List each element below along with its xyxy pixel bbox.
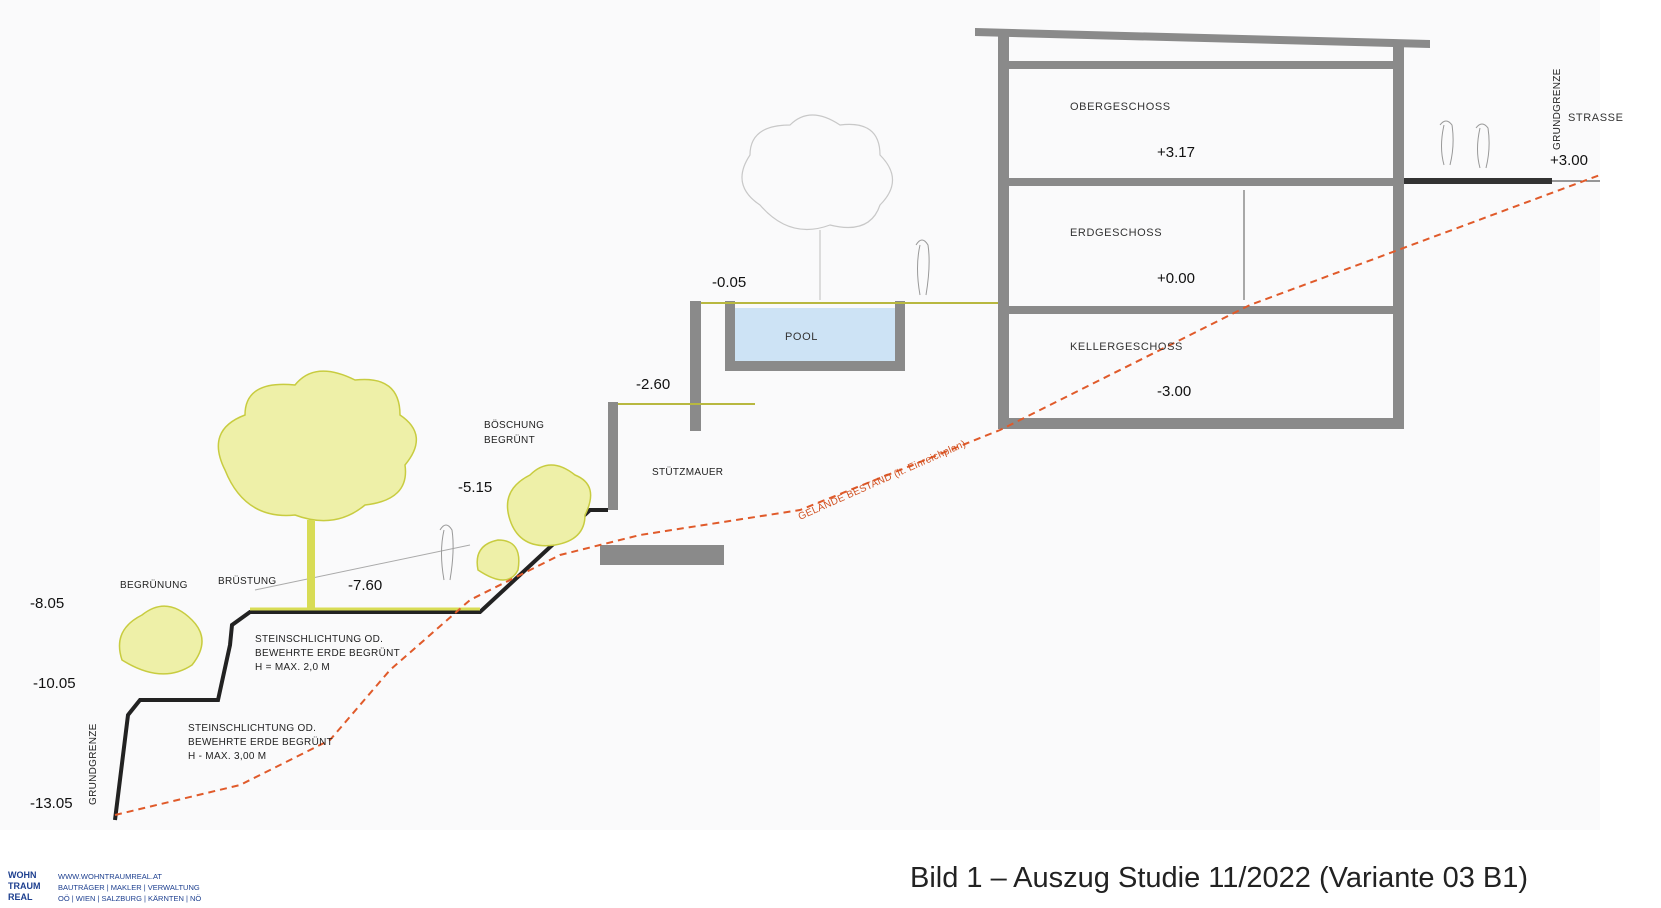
pool-basin-right (895, 301, 905, 371)
level-l1: -8.05 (30, 595, 64, 612)
label-kellergeschoss: KELLERGESCHOSS (1070, 341, 1183, 353)
level-slope: -5.15 (458, 479, 492, 496)
label-grundgrenze-right: GRUNDGRENZE (1552, 68, 1563, 150)
label-boeschung-1: BÖSCHUNG (484, 419, 544, 431)
existing-terrain-line (114, 174, 1601, 816)
logo-info: WWW.WOHNTRAUMREAL.AT BAUTRÄGER | MAKLER … (58, 871, 201, 904)
pool-figure (915, 239, 930, 296)
slab-eg (1009, 178, 1393, 186)
street-figures (1439, 120, 1490, 169)
pool-water (735, 308, 895, 361)
level-pool-top: -0.05 (712, 274, 746, 291)
garden-tree-trunk (307, 520, 315, 610)
label-steinschlichtung-lower-1: STEINSCHLICHTUNG OD. (188, 723, 316, 734)
stuetzmauer-wall (608, 402, 618, 510)
house (975, 28, 1430, 429)
slab-og (1009, 61, 1393, 69)
sight-line (254, 544, 471, 591)
drawing-background (0, 0, 1600, 830)
pool-structure (690, 301, 998, 431)
company-logo: WOHN TRAUM REAL WWW.WOHNTRAUMREAL.AT BAU… (8, 870, 248, 906)
level-terrace: -2.60 (636, 376, 670, 393)
logo-line-1: WOHN (8, 870, 37, 880)
house-wall-right (1393, 44, 1404, 423)
street-surface (1404, 178, 1552, 184)
garden-figure (439, 524, 454, 581)
logo-url: WWW.WOHNTRAUMREAL.AT (58, 872, 163, 881)
logo-mark: WOHN TRAUM REAL (8, 870, 52, 903)
label-strasse: STRASSE (1568, 112, 1624, 124)
label-obergeschoss: OBERGESCHOSS (1070, 101, 1171, 113)
label-begruenung: BEGRÜNUNG (120, 579, 188, 591)
level-l2: -10.05 (33, 675, 76, 692)
roof (975, 28, 1430, 48)
lower-bush (118, 605, 203, 675)
level-l3: -13.05 (30, 795, 73, 812)
label-erdgeschoss: ERDGESCHOSS (1070, 227, 1162, 239)
logo-regions: OÖ | WIEN | SALZBURG | KÄRNTEN | NÖ (58, 894, 202, 903)
pool-basin-bottom (725, 361, 905, 371)
label-steinschlichtung-upper-1: STEINSCHLICHTUNG OD. (255, 634, 383, 645)
logo-services: BAUTRÄGER | MAKLER | VERWALTUNG (58, 883, 200, 892)
level-kg: -3.00 (1157, 383, 1191, 400)
slope-bush-1 (506, 464, 592, 547)
label-stuetzmauer: STÜTZMAUER (652, 466, 723, 478)
figure-caption: Bild 1 – Auszug Studie 11/2022 (Variante… (910, 862, 1529, 894)
label-steinschlichtung-lower-2: BEWEHRTE ERDE BEGRÜNT (188, 736, 333, 748)
terrace-profile (113, 508, 608, 821)
pool-basin-left (725, 301, 735, 371)
pool-tree (741, 114, 894, 300)
pool-wall-left (690, 301, 701, 431)
logo-line-2: TRAUM (8, 881, 41, 891)
level-garden: -7.60 (348, 577, 382, 594)
logo-line-3: REAL (8, 892, 33, 902)
level-og: +3.17 (1157, 144, 1195, 161)
level-street: +3.00 (1550, 152, 1588, 169)
label-pool: POOL (785, 331, 818, 343)
retaining-wall (600, 402, 755, 565)
garden-tree-crown (217, 370, 418, 522)
slope-bush-2 (476, 539, 520, 581)
level-eg: +0.00 (1157, 270, 1195, 287)
label-steinschlichtung-upper-3: H = MAX. 2,0 M (255, 662, 330, 673)
label-grundgrenze-left: GRUNDGRENZE (88, 723, 99, 805)
slab-kg (1009, 306, 1393, 314)
label-steinschlichtung-lower-3: H - MAX. 3,00 M (188, 751, 266, 762)
label-steinschlichtung-upper-2: BEWEHRTE ERDE BEGRÜNT (255, 647, 400, 659)
label-bruestung: BRÜSTUNG (218, 575, 277, 587)
greenery (118, 370, 592, 675)
slab-base (998, 418, 1404, 429)
label-boeschung-2: BEGRÜNT (484, 434, 535, 446)
terraces (113, 508, 608, 821)
stuetzmauer-footing (600, 545, 724, 565)
house-wall-left (998, 33, 1009, 423)
